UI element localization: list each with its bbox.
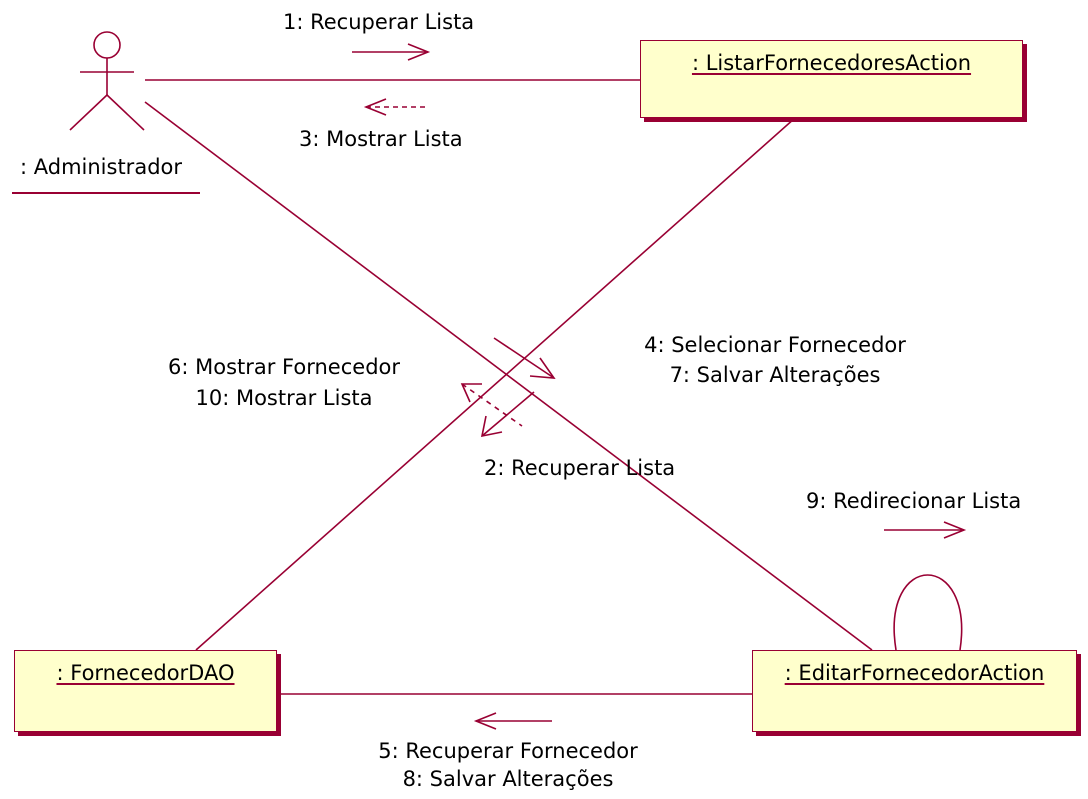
object-editar-label: : EditarFornecedorAction (784, 661, 1045, 685)
object-editar-fornecedor-action: : EditarFornecedorAction (752, 650, 1077, 732)
message-4-label: 4: Selecionar Fornecedor (644, 333, 906, 357)
arrow-2-recuperar-lista (480, 391, 535, 438)
object-listar-label: : ListarFornecedoresAction (691, 51, 972, 75)
message-10-label: 10: Mostrar Lista (195, 386, 373, 410)
actor-label: : Administrador (20, 155, 183, 179)
arrow-6-mostrar-fornecedor (460, 383, 523, 427)
message-2-label: 2: Recuperar Lista (484, 456, 676, 480)
actor-left-leg (69, 94, 108, 131)
arrow-1-recuperar-lista (352, 43, 431, 61)
link-admin-editar (144, 101, 873, 651)
actor-right-leg (106, 94, 145, 131)
arrow-5-recuperar-fornecedor (473, 712, 552, 730)
message-9-label: 9: Redirecionar Lista (806, 489, 1022, 513)
message-5-label: 5: Recuperar Fornecedor (378, 739, 638, 763)
arrow-4-selecionar-fornecedor (493, 337, 556, 379)
message-1-label: 1: Recuperar Lista (283, 10, 475, 34)
message-8-label: 8: Salvar Alterações (402, 767, 614, 791)
actor-figure (69, 31, 145, 131)
arrow-9-redirecionar-lista (884, 521, 967, 539)
actor-head (93, 31, 121, 59)
object-listar-fornecedores-action: : ListarFornecedoresAction (640, 40, 1023, 118)
object-dao-label: : FornecedorDAO (56, 661, 235, 685)
actor-underline (12, 192, 200, 194)
object-fornecedor-dao: : FornecedorDAO (14, 650, 277, 732)
message-7-label: 7: Salvar Alterações (669, 363, 881, 387)
message-3-label: 3: Mostrar Lista (299, 127, 463, 151)
arrow-3-mostrar-lista (363, 98, 428, 116)
self-link-editar (893, 574, 963, 651)
link-listar-dao (195, 117, 796, 651)
message-6-label: 6: Mostrar Fornecedor (167, 355, 400, 379)
